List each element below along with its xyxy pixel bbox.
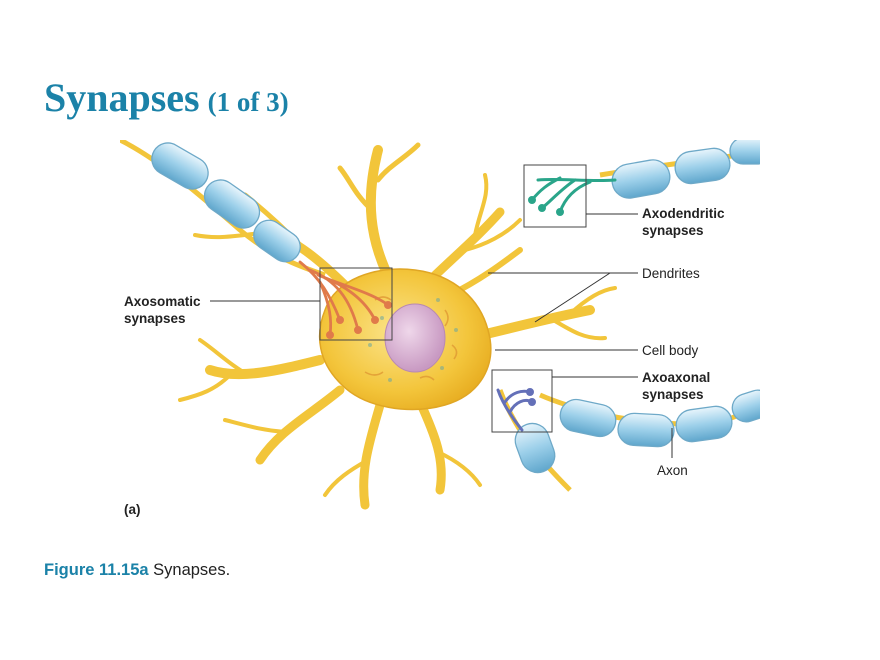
nissl-granules: [368, 298, 458, 382]
axosomatic-terminal: [298, 260, 392, 339]
nucleus: [384, 303, 446, 373]
label-cell-body: Cell body: [642, 343, 699, 358]
myelin-sheath: [729, 140, 760, 165]
axodendritic-terminal: [528, 176, 617, 216]
myelin-sheath: [253, 219, 301, 263]
dendrites: [178, 142, 617, 510]
label-axoaxonal-2: synapses: [642, 387, 704, 402]
title-main: Synapses: [44, 75, 200, 120]
axodendritic-axon: [528, 140, 760, 216]
axosomatic-highlight-box: [319, 267, 393, 341]
title-subtitle: (1 of 3): [207, 87, 289, 117]
axoaxonal-terminal: [496, 388, 536, 432]
caption-text: Synapses.: [148, 561, 231, 579]
myelin-sheath: [611, 159, 671, 199]
myelin-sheath: [151, 142, 209, 190]
figure-caption: Figure 11.15a Synapses.: [44, 561, 230, 580]
myelin-sheath: [203, 179, 261, 229]
axosomatic-axon: [120, 140, 392, 339]
organelles: [364, 296, 458, 381]
axoaxonal-highlight-box: [491, 369, 553, 433]
label-axosomatic-1: Axosomatic: [124, 294, 201, 309]
neuron-synapse-diagram: Axodendritic synapses Dendrites Axosomat…: [120, 140, 760, 517]
myelin-sheath: [674, 147, 731, 185]
myelin-sheath: [675, 405, 733, 443]
caption-figure-number: Figure 11.15a: [44, 561, 149, 579]
label-axon: Axon: [657, 463, 688, 478]
label-axodendritic-1: Axodendritic: [642, 206, 725, 221]
axodendritic-highlight-box: [523, 164, 587, 228]
axoaxonal-axon: [496, 388, 572, 492]
myelin-sheath: [559, 398, 617, 438]
myelin-sheath: [514, 422, 556, 474]
leader-lines: [210, 213, 673, 458]
label-axodendritic-2: synapses: [642, 223, 704, 238]
label-axosomatic-2: synapses: [124, 311, 186, 326]
label-axoaxonal-1: Axoaxonal: [642, 370, 710, 385]
slide-title: Synapses (1 of 3): [44, 78, 289, 118]
panel-label: (a): [124, 502, 141, 517]
myelin-sheath: [731, 389, 760, 423]
label-dendrites: Dendrites: [642, 266, 700, 281]
myelin-sheath: [617, 412, 675, 448]
neuron-axon: [539, 389, 760, 448]
